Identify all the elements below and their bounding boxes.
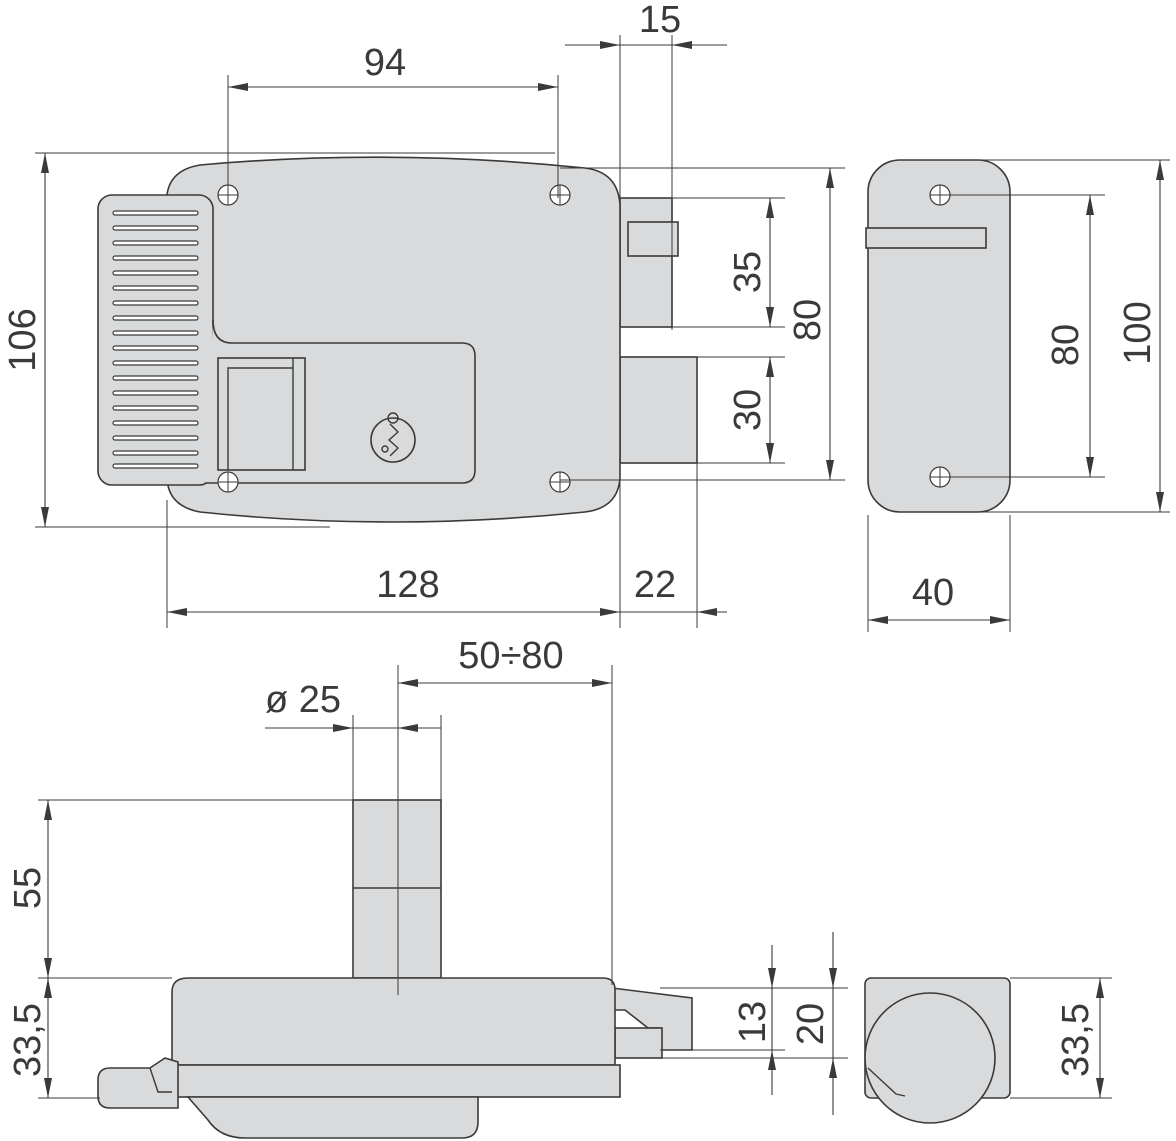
side-bar	[865, 227, 987, 249]
dim-106: 106	[2, 153, 49, 527]
upper-bolt	[619, 197, 673, 328]
key-cylinder-icon	[370, 412, 416, 463]
dim-label-lower-bolt: 30	[727, 389, 769, 431]
dim-22: 22	[620, 564, 727, 616]
dim-label-side-width: 40	[912, 572, 954, 614]
dim-label-bolt-small: 13	[732, 1001, 774, 1043]
side-view: 80 100 40	[865, 159, 1170, 632]
dim-label-side-height: 100	[1117, 301, 1159, 364]
dim-label-bolt-span: 80	[787, 299, 829, 341]
dim-label-bolt-offset: 15	[639, 0, 681, 41]
dim-label-side-hole-spacing: 80	[1045, 324, 1087, 366]
dim-label-bolt-projection: 22	[634, 564, 676, 606]
side-extension-lines	[867, 159, 1170, 632]
mounting-hole	[929, 184, 951, 206]
dim-40: 40	[868, 572, 1010, 624]
mounting-hole	[549, 471, 571, 493]
dim-100: 100	[1117, 160, 1164, 512]
bottom-handle	[186, 1096, 479, 1139]
mounting-hole	[549, 184, 571, 206]
bottom-latch	[614, 1027, 663, 1059]
dim-30: 30	[727, 357, 774, 463]
mounting-hole	[217, 471, 239, 493]
dim-35: 35	[727, 198, 774, 327]
dim-label-width: 128	[376, 564, 439, 606]
grille-slots	[112, 210, 199, 469]
bottom-body	[171, 977, 616, 1066]
grille-cover	[97, 194, 214, 486]
dim-94: 94	[228, 42, 558, 91]
bottom-view: 50÷80 ø 25 55 33,5 13 20	[7, 635, 1112, 1139]
dim-label-hole-spacing: 94	[364, 42, 406, 84]
dim-15: 15	[565, 0, 727, 49]
dim-label-side-depth: 33,5	[1055, 1003, 1097, 1077]
dim-label-cylinder-length: 55	[7, 867, 49, 909]
front-view: 15 94 106 35 30 80 128 22	[2, 0, 845, 628]
dim-50-80: 50÷80	[398, 635, 612, 687]
mounting-hole	[929, 466, 951, 488]
dim-label-cylinder-position: 50÷80	[458, 635, 563, 677]
dim-label-cylinder-diameter: ø 25	[265, 679, 341, 721]
dim-55: 55	[7, 800, 52, 978]
dim-label-bolt-large: 20	[790, 1003, 832, 1045]
bottom-grille	[97, 1057, 179, 1109]
cylinder	[352, 799, 442, 979]
side-body	[867, 159, 1011, 513]
dim-label-height: 106	[2, 308, 44, 371]
front-extension-lines	[35, 35, 845, 628]
base-plate	[164, 1064, 621, 1098]
dim-13: 13	[732, 945, 776, 1095]
dim-80-front: 80	[787, 168, 834, 480]
dim-diameter-25: ø 25	[265, 679, 441, 732]
lower-bolt	[619, 356, 698, 464]
dim-80-side: 80	[1045, 195, 1094, 477]
dim-33-5-right: 33,5	[1055, 978, 1104, 1098]
dim-label-body-depth: 33,5	[7, 1003, 49, 1077]
bottom-side-knob	[864, 992, 996, 1124]
handle	[217, 357, 306, 471]
dim-33-5-left: 33,5	[7, 978, 52, 1098]
dim-128: 128	[167, 564, 620, 616]
upper-latch	[627, 221, 679, 257]
dim-label-upper-bolt: 35	[727, 251, 769, 293]
dim-20: 20	[790, 932, 837, 1115]
